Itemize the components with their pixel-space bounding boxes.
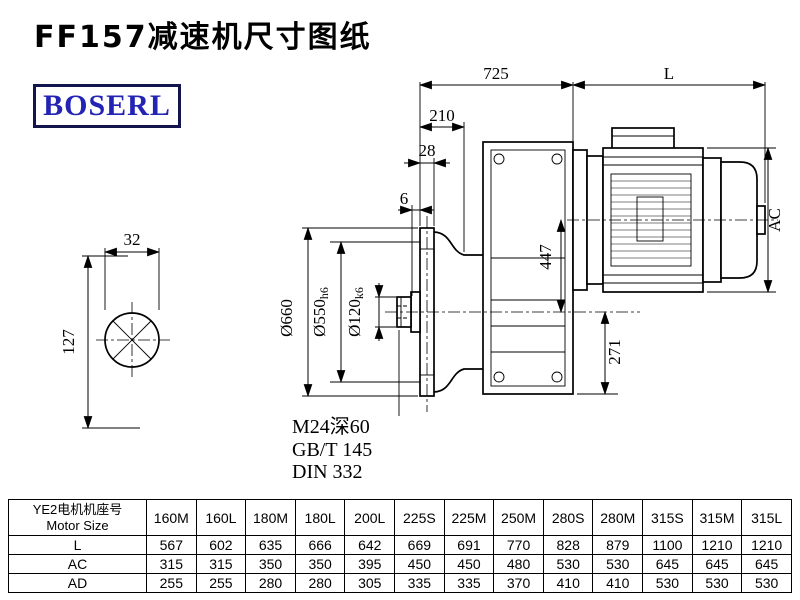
dim-value: 335 [394, 573, 445, 593]
dia-660-label: Ø660 [277, 299, 296, 337]
dim-6-label: 6 [400, 189, 409, 208]
logo-text: BOSERL [43, 89, 171, 122]
dim-value: 335 [443, 573, 495, 593]
dim-value: 370 [493, 573, 544, 593]
dim-value: 645 [741, 554, 792, 574]
dim-value: 315 [195, 554, 247, 574]
page-title: FF157减速机尺寸图纸 [34, 20, 372, 55]
size-header: 280S [542, 499, 594, 536]
dim-value: 450 [394, 554, 445, 574]
row-label: L [8, 535, 147, 555]
dim-value: 645 [691, 554, 743, 574]
dim-value: 305 [344, 573, 396, 593]
gear-housing [482, 141, 574, 395]
size-header: 315M [691, 499, 743, 536]
reducer-outline [396, 141, 574, 397]
note-din332: DIN 332 [292, 461, 363, 483]
note-m24: M24深60 [292, 415, 370, 438]
left-view: 32 127 [59, 230, 170, 430]
dim-value: 350 [245, 554, 296, 574]
dim-value: 1100 [642, 535, 693, 555]
dim-value: 666 [294, 535, 346, 555]
note-gbt145: GB/T 145 [292, 439, 372, 461]
size-header: 160M [146, 499, 197, 536]
size-header: 315S [642, 499, 693, 536]
dim-value: 280 [294, 573, 346, 593]
table-row-L: L 567 602 635 666 642 669 691 770 828 87… [8, 535, 792, 555]
dim-32-label: 32 [124, 230, 141, 249]
size-header: 280M [592, 499, 644, 536]
motor-size-header-cn: YE2电机机座号 [32, 501, 123, 517]
row-label: AC [8, 554, 147, 574]
dim-value: 530 [592, 554, 644, 574]
dim-value: 635 [245, 535, 296, 555]
dim-value: 315 [146, 554, 197, 574]
dim-value: 879 [592, 535, 644, 555]
dim-L-label: L [664, 64, 674, 83]
dim-value: 480 [493, 554, 544, 574]
dimensions: 725 L 210 28 6 447 271 [277, 64, 784, 398]
size-header: 180L [294, 499, 346, 536]
dim-value: 1210 [741, 535, 792, 555]
centerlines [385, 216, 778, 412]
dim-value: 567 [146, 535, 197, 555]
dim-value: 770 [493, 535, 544, 555]
motor-outline [572, 127, 766, 293]
dim-AC-label: AC [765, 208, 784, 232]
dimension-table: YE2电机机座号 Motor Size 160M 160L 180M 180L … [8, 499, 792, 593]
size-header: 315L [741, 499, 792, 536]
dim-value: 530 [741, 573, 792, 593]
dim-value: 410 [592, 573, 644, 593]
dim-value: 350 [294, 554, 346, 574]
dim-value: 1210 [691, 535, 743, 555]
dim-value: 669 [394, 535, 445, 555]
size-header: 160L [195, 499, 247, 536]
boserl-logo: BOSERL [33, 84, 181, 128]
dim-value: 450 [443, 554, 495, 574]
size-header: 225M [443, 499, 495, 536]
notes: M24深60 GB/T 145 DIN 332 [292, 330, 400, 483]
terminal-box [611, 127, 675, 151]
table-header-row: YE2电机机座号 Motor Size 160M 160L 180M 180L … [8, 499, 792, 536]
dim-value: 530 [691, 573, 743, 593]
motor-size-header: YE2电机机座号 Motor Size [8, 499, 147, 536]
dim-value: 642 [344, 535, 396, 555]
row-label: AD [8, 573, 147, 593]
dia-120-label: Ø120k6 [345, 287, 366, 337]
dim-value: 828 [542, 535, 594, 555]
dim-value: 645 [642, 554, 693, 574]
dim-725-label: 725 [483, 64, 509, 83]
size-header: 225S [394, 499, 445, 536]
dim-271-label: 271 [605, 339, 624, 365]
dim-value: 255 [195, 573, 247, 593]
dim-28-label: 28 [419, 141, 436, 160]
motor-size-header-en: Motor Size [46, 517, 109, 533]
dim-value: 280 [245, 573, 296, 593]
dim-value: 530 [642, 573, 693, 593]
size-header: 180M [245, 499, 296, 536]
table-row-AC: AC 315 315 350 350 395 450 450 480 530 5… [8, 554, 792, 574]
table-row-AD: AD 255 255 280 280 305 335 335 370 410 4… [8, 573, 792, 593]
dim-value: 410 [542, 573, 594, 593]
dim-value: 255 [146, 573, 197, 593]
dim-127-label: 127 [59, 329, 78, 355]
size-header: 200L [344, 499, 396, 536]
dim-value: 691 [443, 535, 495, 555]
dia-550-label: Ø550h6 [310, 287, 331, 337]
dim-447-label: 447 [536, 244, 555, 270]
dim-210-label: 210 [429, 106, 455, 125]
dim-value: 602 [195, 535, 247, 555]
size-header: 250M [493, 499, 544, 536]
dim-value: 395 [344, 554, 396, 574]
dim-value: 530 [542, 554, 594, 574]
